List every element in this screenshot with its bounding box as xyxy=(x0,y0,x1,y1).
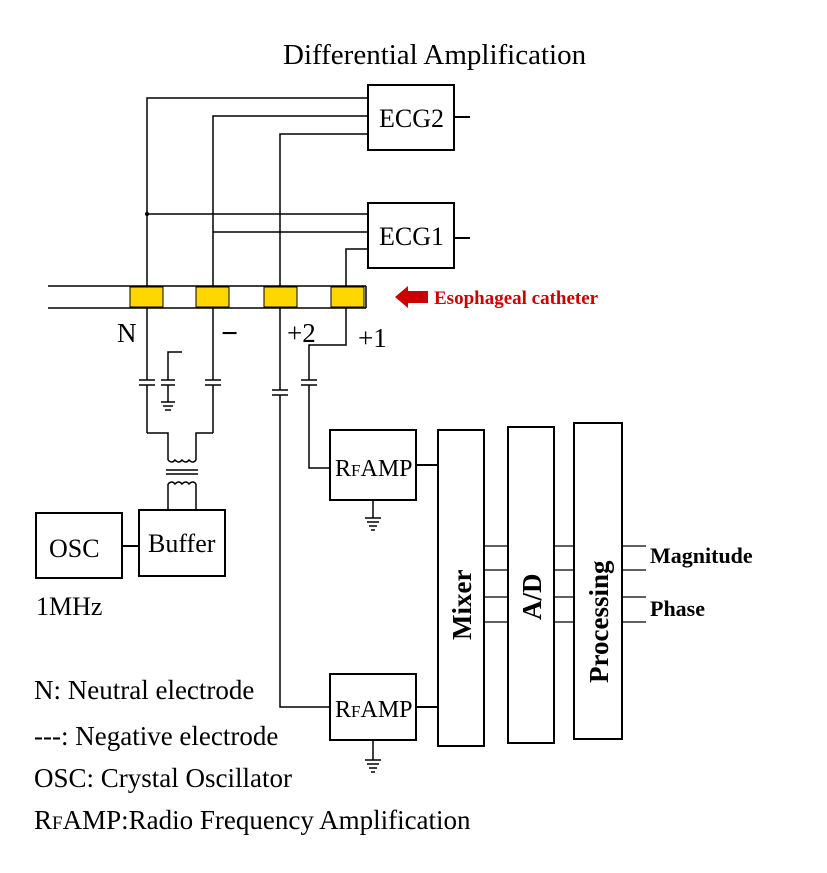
drive-circuit xyxy=(139,308,347,708)
ecg2-label: ECG2 xyxy=(379,104,444,133)
ecg1-block: ECG1 xyxy=(367,202,470,269)
electrode-label-neutral: N xyxy=(117,318,137,348)
electrode-label-plus1: +1 xyxy=(358,323,387,353)
rfamp-top-label: RFAMP xyxy=(335,456,413,482)
buffer-block: Buffer xyxy=(138,509,226,577)
buffer-label: Buffer xyxy=(148,529,216,558)
electrode-neutral xyxy=(129,286,164,308)
legend-line-2: ---: Negative electrode xyxy=(34,721,278,751)
electrode-plus1 xyxy=(330,286,365,308)
osc-block: OSC xyxy=(35,512,123,579)
legend: N: Neutral electrode ---: Negative elect… xyxy=(34,675,471,835)
output-magnitude: Magnitude xyxy=(650,543,753,568)
legend-line-1: N: Neutral electrode xyxy=(34,675,254,705)
electrode-label-negative: − xyxy=(221,317,238,350)
output-phase: Phase xyxy=(650,596,705,621)
signal-buses xyxy=(484,545,646,623)
rfamp-bottom-label: RFAMP xyxy=(335,697,413,723)
processing-label: Processing xyxy=(584,560,614,683)
legend-line-3: OSC: Crystal Oscillator xyxy=(34,763,292,793)
ecg-wires xyxy=(146,97,368,286)
rfamp-bottom-block: RFAMP xyxy=(329,673,417,773)
mixer-block: Mixer xyxy=(437,429,485,747)
osc-label: OSC xyxy=(49,534,100,563)
ad-block: A/D xyxy=(507,426,555,744)
electrode-label-plus2: +2 xyxy=(287,318,316,348)
legend-line-4: RFAMP:Radio Frequency Amplification xyxy=(34,805,471,835)
esophageal-catheter xyxy=(48,285,367,309)
catheter-label: Esophageal catheter xyxy=(434,288,599,309)
rfamp-top-block: RFAMP xyxy=(329,429,417,531)
electrode-negative xyxy=(195,286,230,308)
diagram-title: Differential Amplification xyxy=(283,39,587,71)
osc-frequency: 1MHz xyxy=(36,592,102,621)
ecg1-label: ECG1 xyxy=(379,222,444,251)
catheter-arrow-icon xyxy=(395,286,428,308)
ecg2-block: ECG2 xyxy=(367,84,470,151)
mixer-label: Mixer xyxy=(447,570,477,640)
processing-block: Processing xyxy=(573,422,623,740)
electrode-plus2 xyxy=(263,286,298,308)
ad-label: A/D xyxy=(517,574,547,621)
